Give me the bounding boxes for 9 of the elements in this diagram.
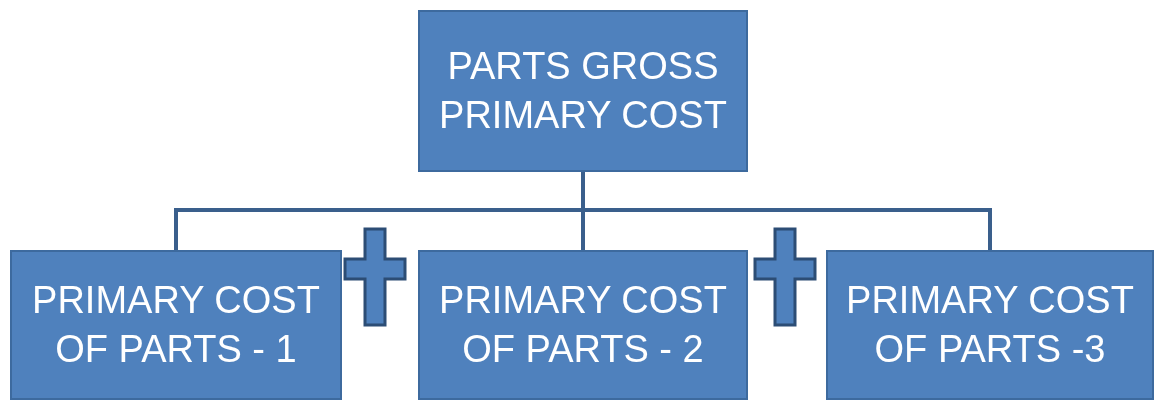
cost-box	[418, 10, 748, 172]
box-label: PRIMARY COST OF PARTS - 2	[438, 277, 728, 372]
box-label: PARTS GROSS PRIMARY COST	[438, 43, 728, 138]
box-label: PRIMARY COST OF PARTS -3	[845, 277, 1135, 372]
cost-box	[826, 250, 1154, 400]
box-label: PRIMARY COST OF PARTS - 1	[31, 277, 321, 372]
connector-line	[581, 172, 992, 250]
cost-box	[418, 250, 748, 400]
cost-box	[10, 250, 342, 400]
